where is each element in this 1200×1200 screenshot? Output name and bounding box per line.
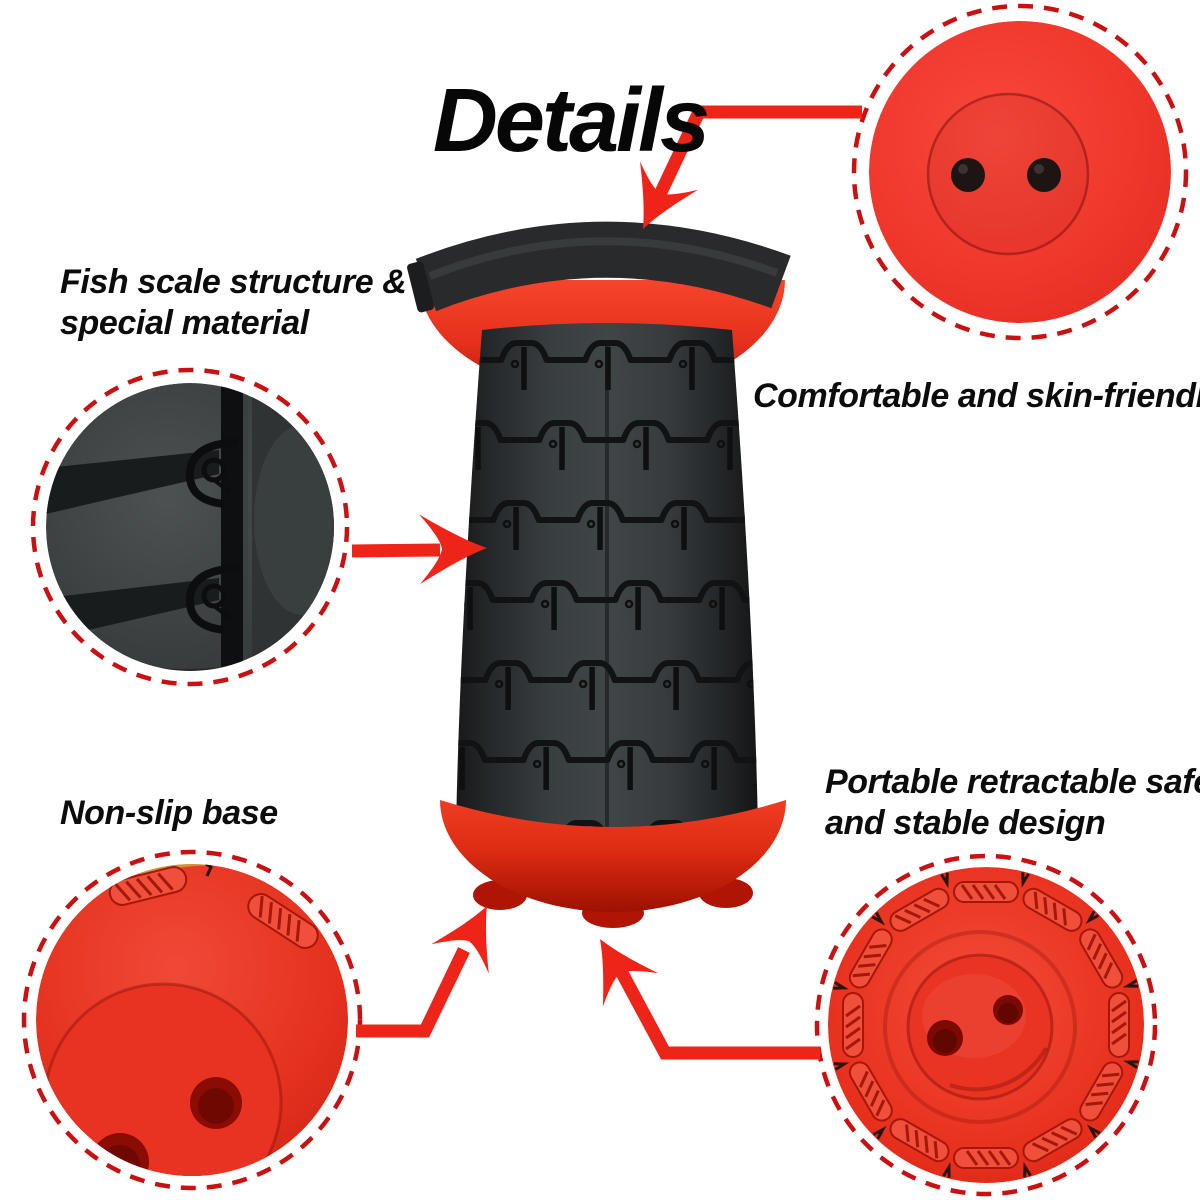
- dashed-circle-icon: [851, 3, 1189, 341]
- portable-label-line2: and stable design: [825, 804, 1106, 843]
- dashed-circle-icon: [30, 367, 350, 687]
- callout-arrows: [351, 105, 862, 1060]
- seat-hole: [1027, 158, 1061, 192]
- base-recess: [906, 953, 1054, 1101]
- base-bottom-photo: [828, 867, 1144, 1183]
- tread-marks: [108, 866, 319, 949]
- seat-top-photo: [869, 21, 1171, 323]
- non-slip-base-zoom-bubble: [21, 849, 363, 1191]
- arrow-to-base-right-icon: [572, 922, 820, 1060]
- arrow-to-body-icon: [351, 513, 488, 585]
- fish-scale-label-line1: Fish scale structure &: [60, 263, 407, 301]
- dashed-circle-icon: [21, 849, 363, 1191]
- portable-label: Portable retractable safe and stable des…: [825, 762, 1200, 845]
- portable-label-line1: Portable retractable safe: [825, 763, 1200, 801]
- fish-scale-label-line2: special material: [60, 304, 309, 343]
- fish-scale-zoom-bubble: [30, 367, 350, 687]
- comfort-label: Comfortable and skin-friendly: [753, 376, 1200, 417]
- non-slip-label-line1: Non-slip base: [60, 794, 278, 832]
- seat-strap: [415, 221, 791, 312]
- tread-marks: [833, 872, 1139, 1178]
- non-slip-label: Non-slip base: [60, 793, 278, 834]
- stool-photo: [407, 221, 791, 928]
- arrow-to-seat-icon: [613, 105, 862, 244]
- seat-strap-highlight: [428, 237, 779, 280]
- comfort-label-line1: Comfortable and skin-friendly: [753, 377, 1200, 415]
- arrow-to-base-left-icon: [356, 891, 516, 1038]
- fish-scale-photo: [46, 383, 334, 671]
- fish-scale-label: Fish scale structure & special material: [60, 262, 407, 345]
- stool-base: [440, 800, 786, 912]
- non-slip-base-photo: [36, 864, 348, 1176]
- base-bottom-zoom-bubble: [814, 853, 1158, 1197]
- seat-hole: [951, 158, 985, 192]
- strap-clasp: [407, 261, 434, 313]
- base-recess: [43, 982, 283, 1176]
- drain-hole: [91, 1133, 149, 1176]
- seat-top-zoom-bubble: [851, 3, 1189, 341]
- dashed-circle-icon: [814, 853, 1158, 1197]
- page-title: Details: [432, 71, 710, 172]
